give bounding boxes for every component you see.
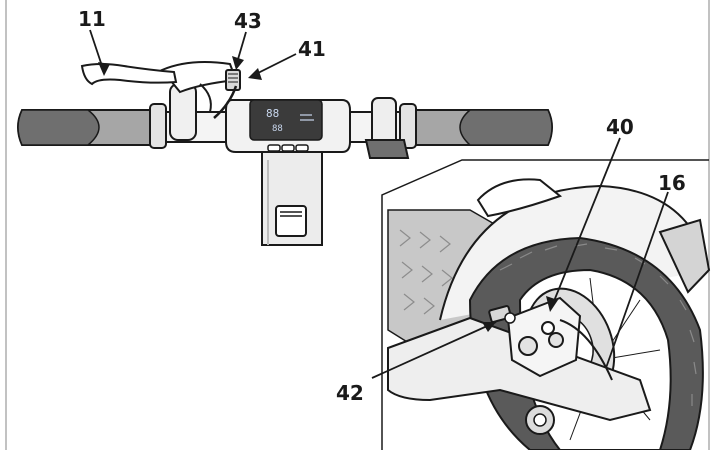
brake-caliper bbox=[506, 296, 613, 381]
callout-43: 43 bbox=[234, 9, 262, 33]
steering-stem bbox=[261, 147, 323, 246]
leader-16 bbox=[605, 191, 669, 369]
caliper-bolt bbox=[541, 321, 555, 335]
swing-arm bbox=[387, 316, 652, 422]
leader-arrowheads bbox=[98, 56, 558, 332]
caliper-cable-adjuster bbox=[488, 305, 516, 324]
leader-42 bbox=[371, 321, 497, 379]
display-line2: 88 bbox=[272, 124, 283, 134]
brake-cable bbox=[213, 85, 238, 119]
callout-41: 41 bbox=[298, 37, 326, 61]
frame bbox=[5, 0, 710, 450]
display-buttons bbox=[267, 144, 309, 152]
rear-brake-inset bbox=[381, 159, 711, 450]
callout-42: 42 bbox=[336, 381, 364, 405]
lcd-screen bbox=[249, 99, 323, 141]
display-unit: 88 88 bbox=[225, 99, 351, 153]
callout-11: 11 bbox=[78, 7, 106, 31]
deck-texture bbox=[399, 229, 453, 315]
throttle-lever bbox=[364, 97, 410, 159]
right-grip bbox=[399, 103, 553, 149]
rear-light bbox=[476, 178, 563, 218]
callout-16: 16 bbox=[658, 171, 686, 195]
callout-40: 40 bbox=[606, 115, 634, 139]
brake-cable-adjuster bbox=[225, 69, 241, 91]
handlebar-assembly: 88 88 bbox=[17, 61, 553, 246]
reflector bbox=[658, 218, 711, 294]
leader-40 bbox=[551, 137, 621, 307]
brake-lever bbox=[80, 63, 178, 86]
left-grip bbox=[17, 103, 167, 149]
display-line1: 88 bbox=[266, 107, 279, 120]
